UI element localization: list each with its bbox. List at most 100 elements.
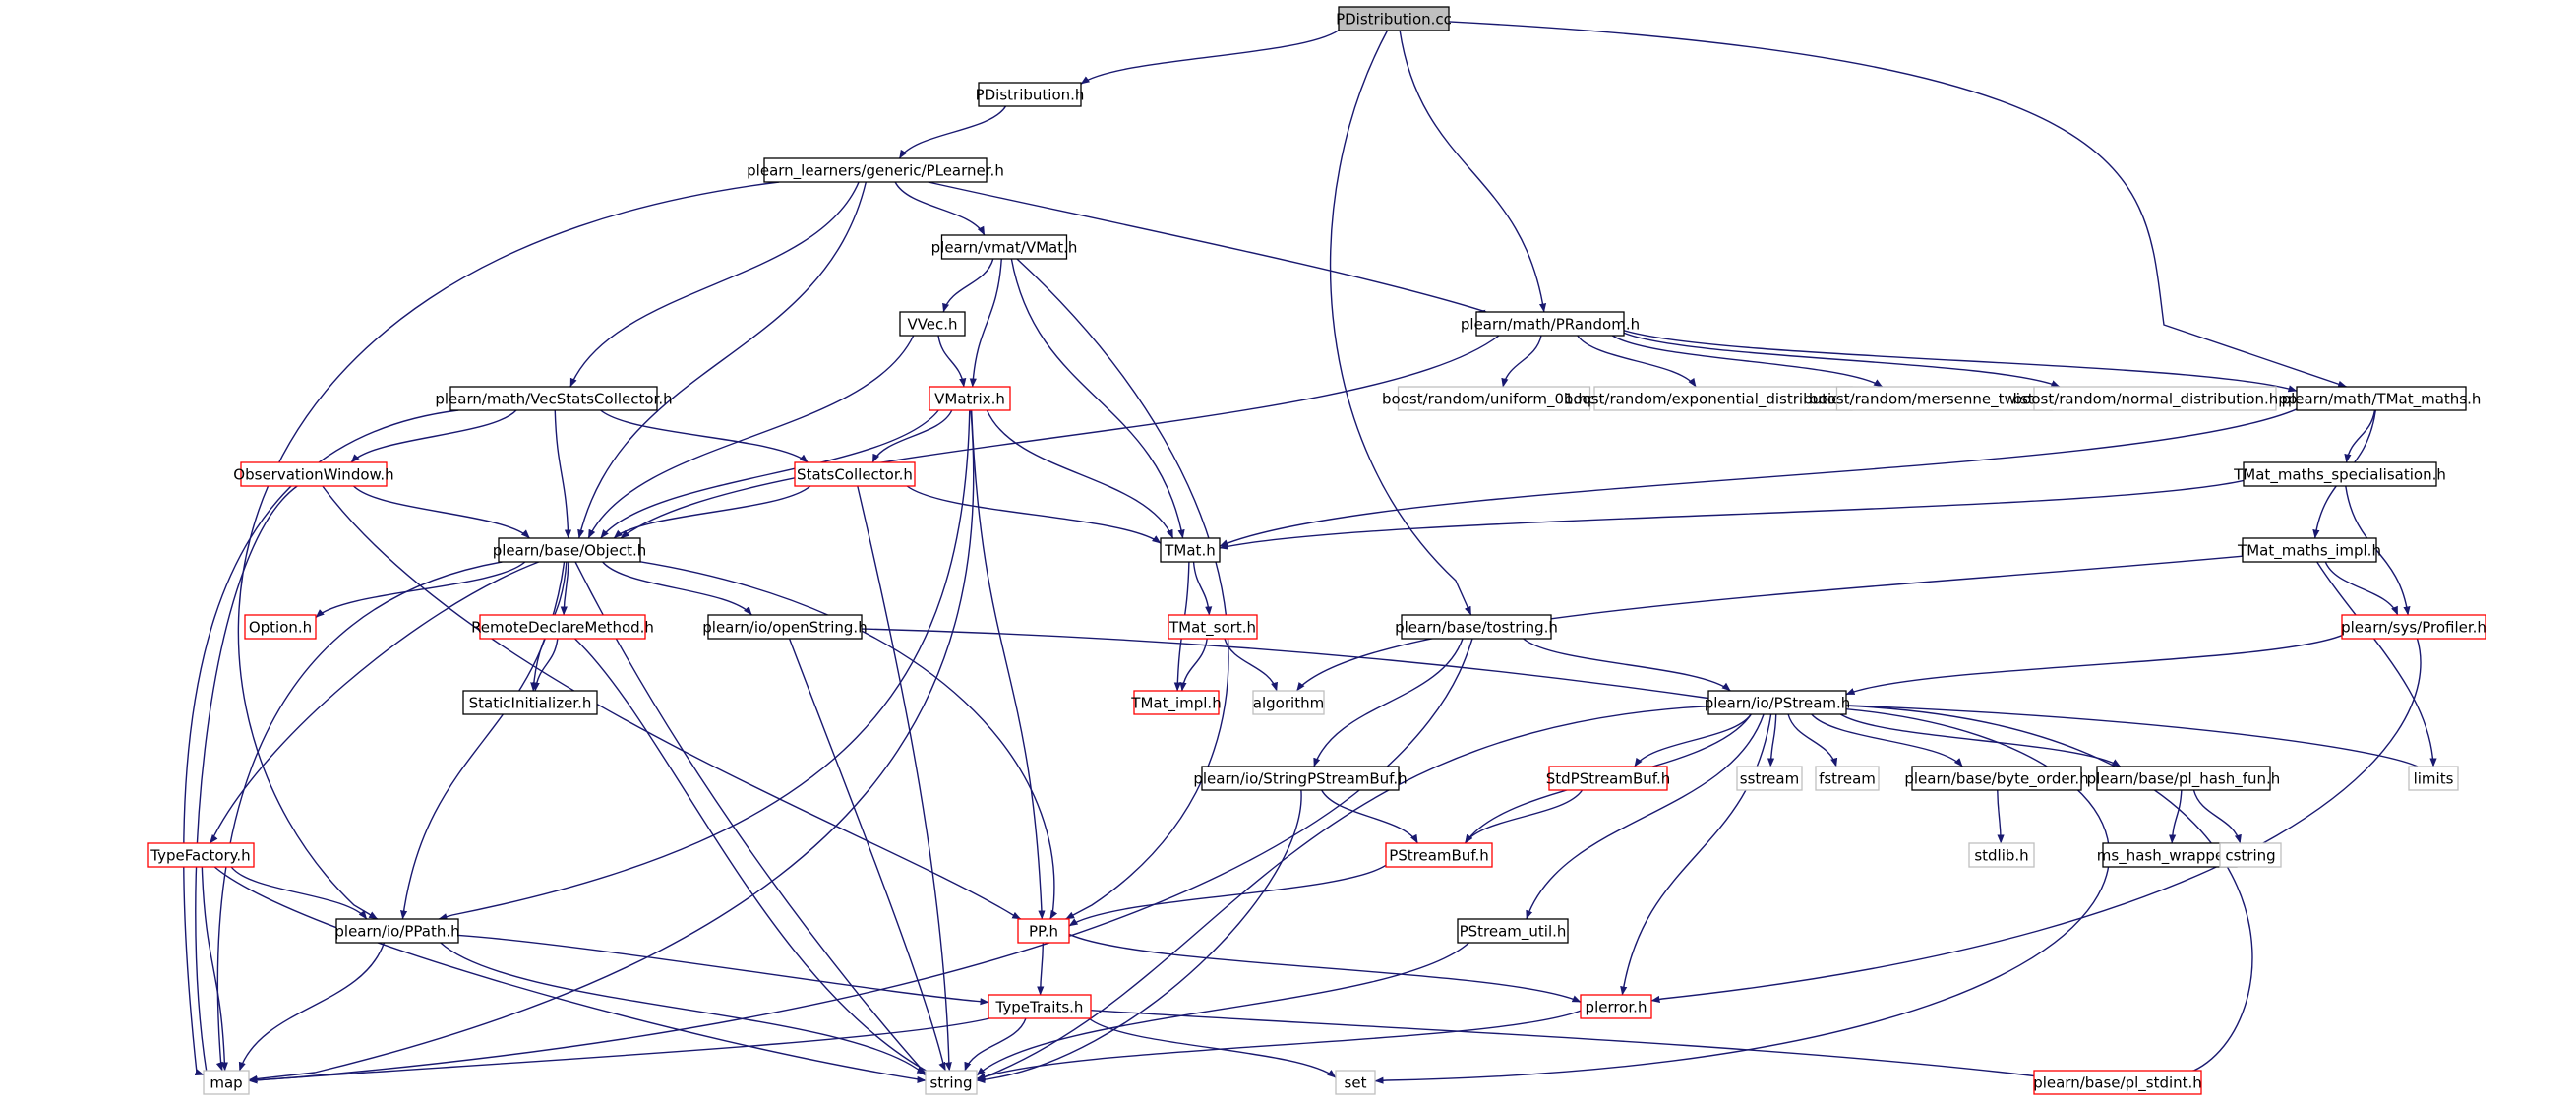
edge-plerror_h-to-string	[976, 1010, 1582, 1080]
edge-statscoll_h-to-object_h	[613, 485, 811, 539]
node-label-pstreamutil_h: PStream_util.h	[1460, 923, 1567, 942]
node-box-vvec_h	[899, 311, 966, 337]
node-label-stdlib_h: stdlib.h	[1974, 847, 2028, 865]
node-tmat_sort_h[interactable]: TMat_sort.h	[1168, 614, 1258, 640]
node-vmatrix_h[interactable]: VMatrix.h	[929, 386, 1011, 411]
node-label-remotedecl_h: RemoteDeclareMethod.h	[471, 619, 654, 637]
edge-vecstats_h-to-object_h	[554, 409, 572, 539]
node-box-profiler_h	[2341, 614, 2486, 640]
edge-obswin_h-to-object_h	[353, 485, 530, 539]
edge-pdistribution_h-to-plearner_h	[898, 105, 1007, 159]
node-statscoll_h[interactable]: StatsCollector.h	[794, 461, 916, 487]
node-label-openstring_h: plearn/io/openString.h	[702, 619, 867, 637]
node-pdistribution_h[interactable]: PDistribution.h	[976, 82, 1085, 107]
edge-tmat_h-to-tmat_sort_h	[1192, 561, 1213, 616]
node-box-tmat_impl_h	[1133, 690, 1220, 715]
edge-vmat_h-to-vvec_h	[942, 258, 994, 313]
edge-plearner_h-to-prandom_h	[928, 181, 1496, 317]
edge-tmat_spec_h-to-tmat_h	[1219, 479, 2245, 550]
edge-plearner_h-to-vecstats_h	[569, 181, 860, 388]
node-box-pp_h	[1017, 918, 1070, 944]
node-vecstats_h[interactable]: plearn/math/VecStatsCollector.h	[435, 386, 673, 411]
edge-tostring_h-to-map	[248, 638, 1473, 1084]
node-pstreamutil_h[interactable]: PStream_util.h	[1457, 918, 1569, 944]
node-tmat_h[interactable]: TMat.h	[1160, 537, 1221, 563]
node-algorithm: algorithm	[1252, 690, 1325, 715]
edge-profiler_h-to-plerror_h	[1650, 638, 2422, 1003]
node-plhash_h[interactable]: plearn/base/pl_hash_fun.h	[2087, 766, 2281, 791]
node-box-fstream	[1815, 766, 1880, 791]
node-obswin_h[interactable]: ObservationWindow.h	[233, 461, 394, 487]
edge-pdistribution_cc-to-prandom_h	[1399, 30, 1547, 313]
edge-ppath_h-to-string	[440, 942, 927, 1076]
edge-object_h-to-map	[215, 561, 503, 1072]
node-label-pdistribution_h: PDistribution.h	[976, 87, 1085, 104]
edge-stringpsb_h-to-pstreambuf_h	[1321, 789, 1418, 844]
node-label-mersenne: boost/random/mersenne_twister.hpp	[1809, 391, 2080, 409]
node-pstreambuf_h[interactable]: PStreamBuf.h	[1385, 842, 1493, 868]
node-label-plstdint_h: plearn/base/pl_stdint.h	[2033, 1074, 2202, 1093]
node-box-pdistribution_cc	[1338, 6, 1450, 31]
node-plerror_h[interactable]: plerror.h	[1580, 994, 1652, 1019]
edge-remotedecl_h-to-string	[574, 638, 935, 1077]
node-box-stringpsb_h	[1201, 766, 1400, 791]
edge-vmat_h-to-tmat_h	[1010, 258, 1185, 539]
node-box-pstreambuf_h	[1385, 842, 1493, 868]
node-prandom_h[interactable]: plearn/math/PRandom.h	[1461, 311, 1640, 337]
node-plstdint_h[interactable]: plearn/base/pl_stdint.h	[2033, 1070, 2202, 1095]
node-tostring_h[interactable]: plearn/base/tostring.h	[1395, 614, 1558, 640]
node-vmat_h[interactable]: plearn/vmat/VMat.h	[931, 234, 1078, 260]
node-tmat_impl_h[interactable]: TMat_impl.h	[1130, 690, 1222, 715]
edge-typetraits_h-to-set	[1088, 1017, 1337, 1078]
edge-profiler_h-to-pstream_h	[1845, 635, 2343, 696]
node-byteorder_h[interactable]: plearn/base/byte_order.h	[1904, 766, 2089, 791]
edge-typetraits_h-to-plstdint_h	[1090, 1009, 2047, 1081]
node-label-sstream: sstream	[1740, 770, 1799, 788]
node-profiler_h[interactable]: plearn/sys/Profiler.h	[2341, 614, 2486, 640]
node-openstring_h[interactable]: plearn/io/openString.h	[702, 614, 868, 640]
node-normdist: boost/random/normal_distribution.hpp	[2013, 386, 2297, 411]
node-object_h[interactable]: plearn/base/Object.h	[493, 537, 647, 563]
node-stdpsb_h[interactable]: StdPStreamBuf.h	[1546, 766, 1671, 791]
node-box-object_h	[498, 537, 641, 563]
node-pp_h[interactable]: PP.h	[1017, 918, 1070, 944]
edge-pdistribution_cc-to-tmat_maths_h	[1448, 21, 2348, 388]
node-box-tmat_h	[1160, 537, 1221, 563]
node-typefactory_h[interactable]: TypeFactory.h	[147, 842, 255, 868]
node-label-prandom_h: plearn/math/PRandom.h	[1461, 316, 1640, 334]
edge-vvec_h-to-vmatrix_h	[937, 335, 967, 388]
node-label-mshash_h: ms_hash_wrapper.h	[2097, 847, 2243, 866]
node-remotedecl_h[interactable]: RemoteDeclareMethod.h	[471, 614, 654, 640]
node-label-tmat_maths_h: plearn/math/TMat_maths.h	[2282, 391, 2482, 409]
node-fstream: fstream	[1815, 766, 1880, 791]
node-box-vmatrix_h	[929, 386, 1011, 411]
node-vvec_h[interactable]: VVec.h	[899, 311, 966, 337]
node-tmat_impl_maths_h[interactable]: TMat_maths_impl.h	[2237, 537, 2381, 563]
node-label-limits: limits	[2414, 770, 2454, 788]
node-ppath_h[interactable]: plearn/io/PPath.h	[334, 918, 460, 944]
node-box-string	[925, 1070, 978, 1095]
edge-plhash_h-to-cstring	[2192, 789, 2242, 844]
node-pstream_h[interactable]: plearn/io/PStream.h	[1705, 690, 1851, 715]
edge-pstreambuf_h-to-pp_h	[1068, 864, 1387, 927]
node-label-stringpsb_h: plearn/io/StringPStreamBuf.h	[1193, 770, 1407, 788]
edge-pp_h-to-plerror_h	[1068, 933, 1582, 1003]
node-option_h[interactable]: Option.h	[244, 614, 317, 640]
node-plearner_h[interactable]: plearn_learners/generic/PLearner.h	[747, 157, 1004, 183]
edge-openstring_h-to-pstream_h	[861, 628, 1717, 703]
node-tmat_maths_h[interactable]: plearn/math/TMat_maths.h	[2282, 386, 2482, 411]
node-typetraits_h[interactable]: TypeTraits.h	[988, 994, 1092, 1019]
node-box-plerror_h	[1580, 994, 1652, 1019]
edge-pstream_h-to-set	[1374, 707, 2111, 1084]
edge-stdpsb_h-to-pstreambuf_h	[1464, 789, 1584, 844]
node-label-stdpsb_h: StdPStreamBuf.h	[1546, 770, 1671, 788]
node-box-ppath_h	[335, 918, 459, 944]
node-staticinit_h[interactable]: StaticInitializer.h	[462, 690, 598, 715]
node-box-tmat_spec_h	[2243, 461, 2437, 487]
node-box-plstdint_h	[2033, 1070, 2202, 1095]
edge-tmat_impl_maths_h-to-algorithm	[1296, 555, 2244, 692]
node-pdistribution_cc[interactable]: PDistribution.cc	[1336, 6, 1452, 31]
node-stringpsb_h[interactable]: plearn/io/StringPStreamBuf.h	[1193, 766, 1408, 791]
node-tmat_spec_h[interactable]: TMat_maths_specialisation.h	[2233, 461, 2446, 487]
node-uniform: boost/random/uniform_01.hpp	[1382, 386, 1606, 411]
